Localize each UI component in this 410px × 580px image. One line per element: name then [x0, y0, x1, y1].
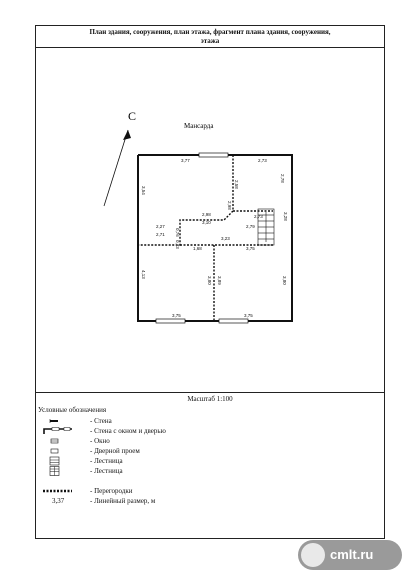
dimension-label: 2,73: [258, 158, 267, 163]
dimension-label: 2,73: [254, 214, 263, 219]
window-top: [198, 152, 229, 158]
legend-label: - Лестница: [90, 457, 123, 465]
partition-upper: [138, 155, 234, 246]
legend-label: - Стена с окном и дверью: [90, 427, 166, 435]
scale-label: Масштаб 1:100: [36, 392, 384, 405]
legend-label: - Окно: [90, 437, 110, 445]
dimension-label: 3,28: [283, 212, 288, 221]
legend-label: - Стена: [90, 417, 112, 425]
window-bottom: [218, 318, 249, 324]
legend-item: 3,37 - Линейный размер, м: [38, 496, 368, 506]
legend-label: - Линейный размер, м: [90, 497, 156, 505]
watermark-text: cmlt.ru: [330, 547, 374, 562]
stair-icon: [257, 208, 275, 246]
doorway-icon: [50, 448, 59, 454]
legend-item: - Перегородки: [38, 486, 368, 496]
legend-item: - Лестница: [38, 466, 368, 476]
compass-arrow-icon: [103, 129, 131, 207]
legend-item: - Стена: [38, 416, 368, 426]
dimension-label: 3,10: [202, 220, 211, 225]
legend-item: - Стена с окном и дверью: [38, 426, 368, 436]
dimension-label: 0,76: [175, 228, 180, 237]
dimension-label: 3,75: [246, 246, 255, 251]
dimension-label: 2,78: [280, 174, 285, 183]
legend-item: - Окно: [38, 436, 368, 446]
window-icon: [50, 438, 59, 444]
floor-name: Мансарда: [184, 122, 214, 130]
legend-item: - Лестница: [38, 456, 368, 466]
stair-icon: [49, 466, 60, 476]
dimension-label: 2,58: [234, 180, 239, 189]
outer-wall: [137, 154, 293, 322]
dimension-label: 2,98: [227, 201, 232, 210]
sheet-header: План здания, сооружения, план этажа, фра…: [36, 26, 384, 48]
dimension-label: 4,13: [141, 270, 146, 279]
plan-sheet: План здания, сооружения, план этажа, фра…: [35, 25, 385, 539]
wall-icon: [49, 419, 58, 423]
dimension-label: 2,27: [156, 224, 165, 229]
legend-title: Условные обозначения: [38, 406, 107, 414]
dimension-label: 3,80: [207, 276, 212, 285]
window-bottom-left: [155, 318, 186, 324]
partition-icon: [43, 489, 72, 493]
stair-icon: [49, 456, 60, 466]
dimension-label: 3,77: [181, 158, 190, 163]
watermark-logo-icon: [301, 543, 325, 567]
legend: Условные обозначения - Стена - Стена с о…: [38, 406, 368, 505]
dimension-label: 3,80: [282, 276, 287, 285]
dimension-label: 1,68: [193, 246, 202, 251]
compass-letter: С: [128, 109, 136, 123]
dimension-label: 2,71: [156, 232, 165, 237]
dimension-label: 3,75: [172, 313, 181, 318]
wall-window-door-icon: [43, 427, 72, 434]
dimension-label: 3,54: [141, 186, 146, 195]
dimension-label: 3,23: [221, 236, 230, 241]
dimension-label: 0,73: [175, 240, 180, 249]
floor-plan: С Мансарда 3,: [103, 109, 293, 324]
legend-label: - Дверной проем: [90, 447, 140, 455]
legend-label: - Лестница: [90, 467, 123, 475]
legend-label: - Перегородки: [90, 487, 133, 495]
dimension-label: 3,89: [217, 276, 222, 285]
header-title-line2: этажа: [200, 36, 220, 45]
dimension-label: 2,79: [246, 224, 255, 229]
dimension-label: 2,98: [202, 212, 211, 217]
header-title-line1: План здания, сооружения, план этажа, фра…: [89, 28, 331, 36]
watermark-logo: cmlt.ru: [298, 540, 402, 570]
linear-size-icon: 3,37: [52, 497, 65, 505]
legend-item: - Дверной проем: [38, 446, 368, 456]
dimension-label: 3,75: [244, 313, 253, 318]
